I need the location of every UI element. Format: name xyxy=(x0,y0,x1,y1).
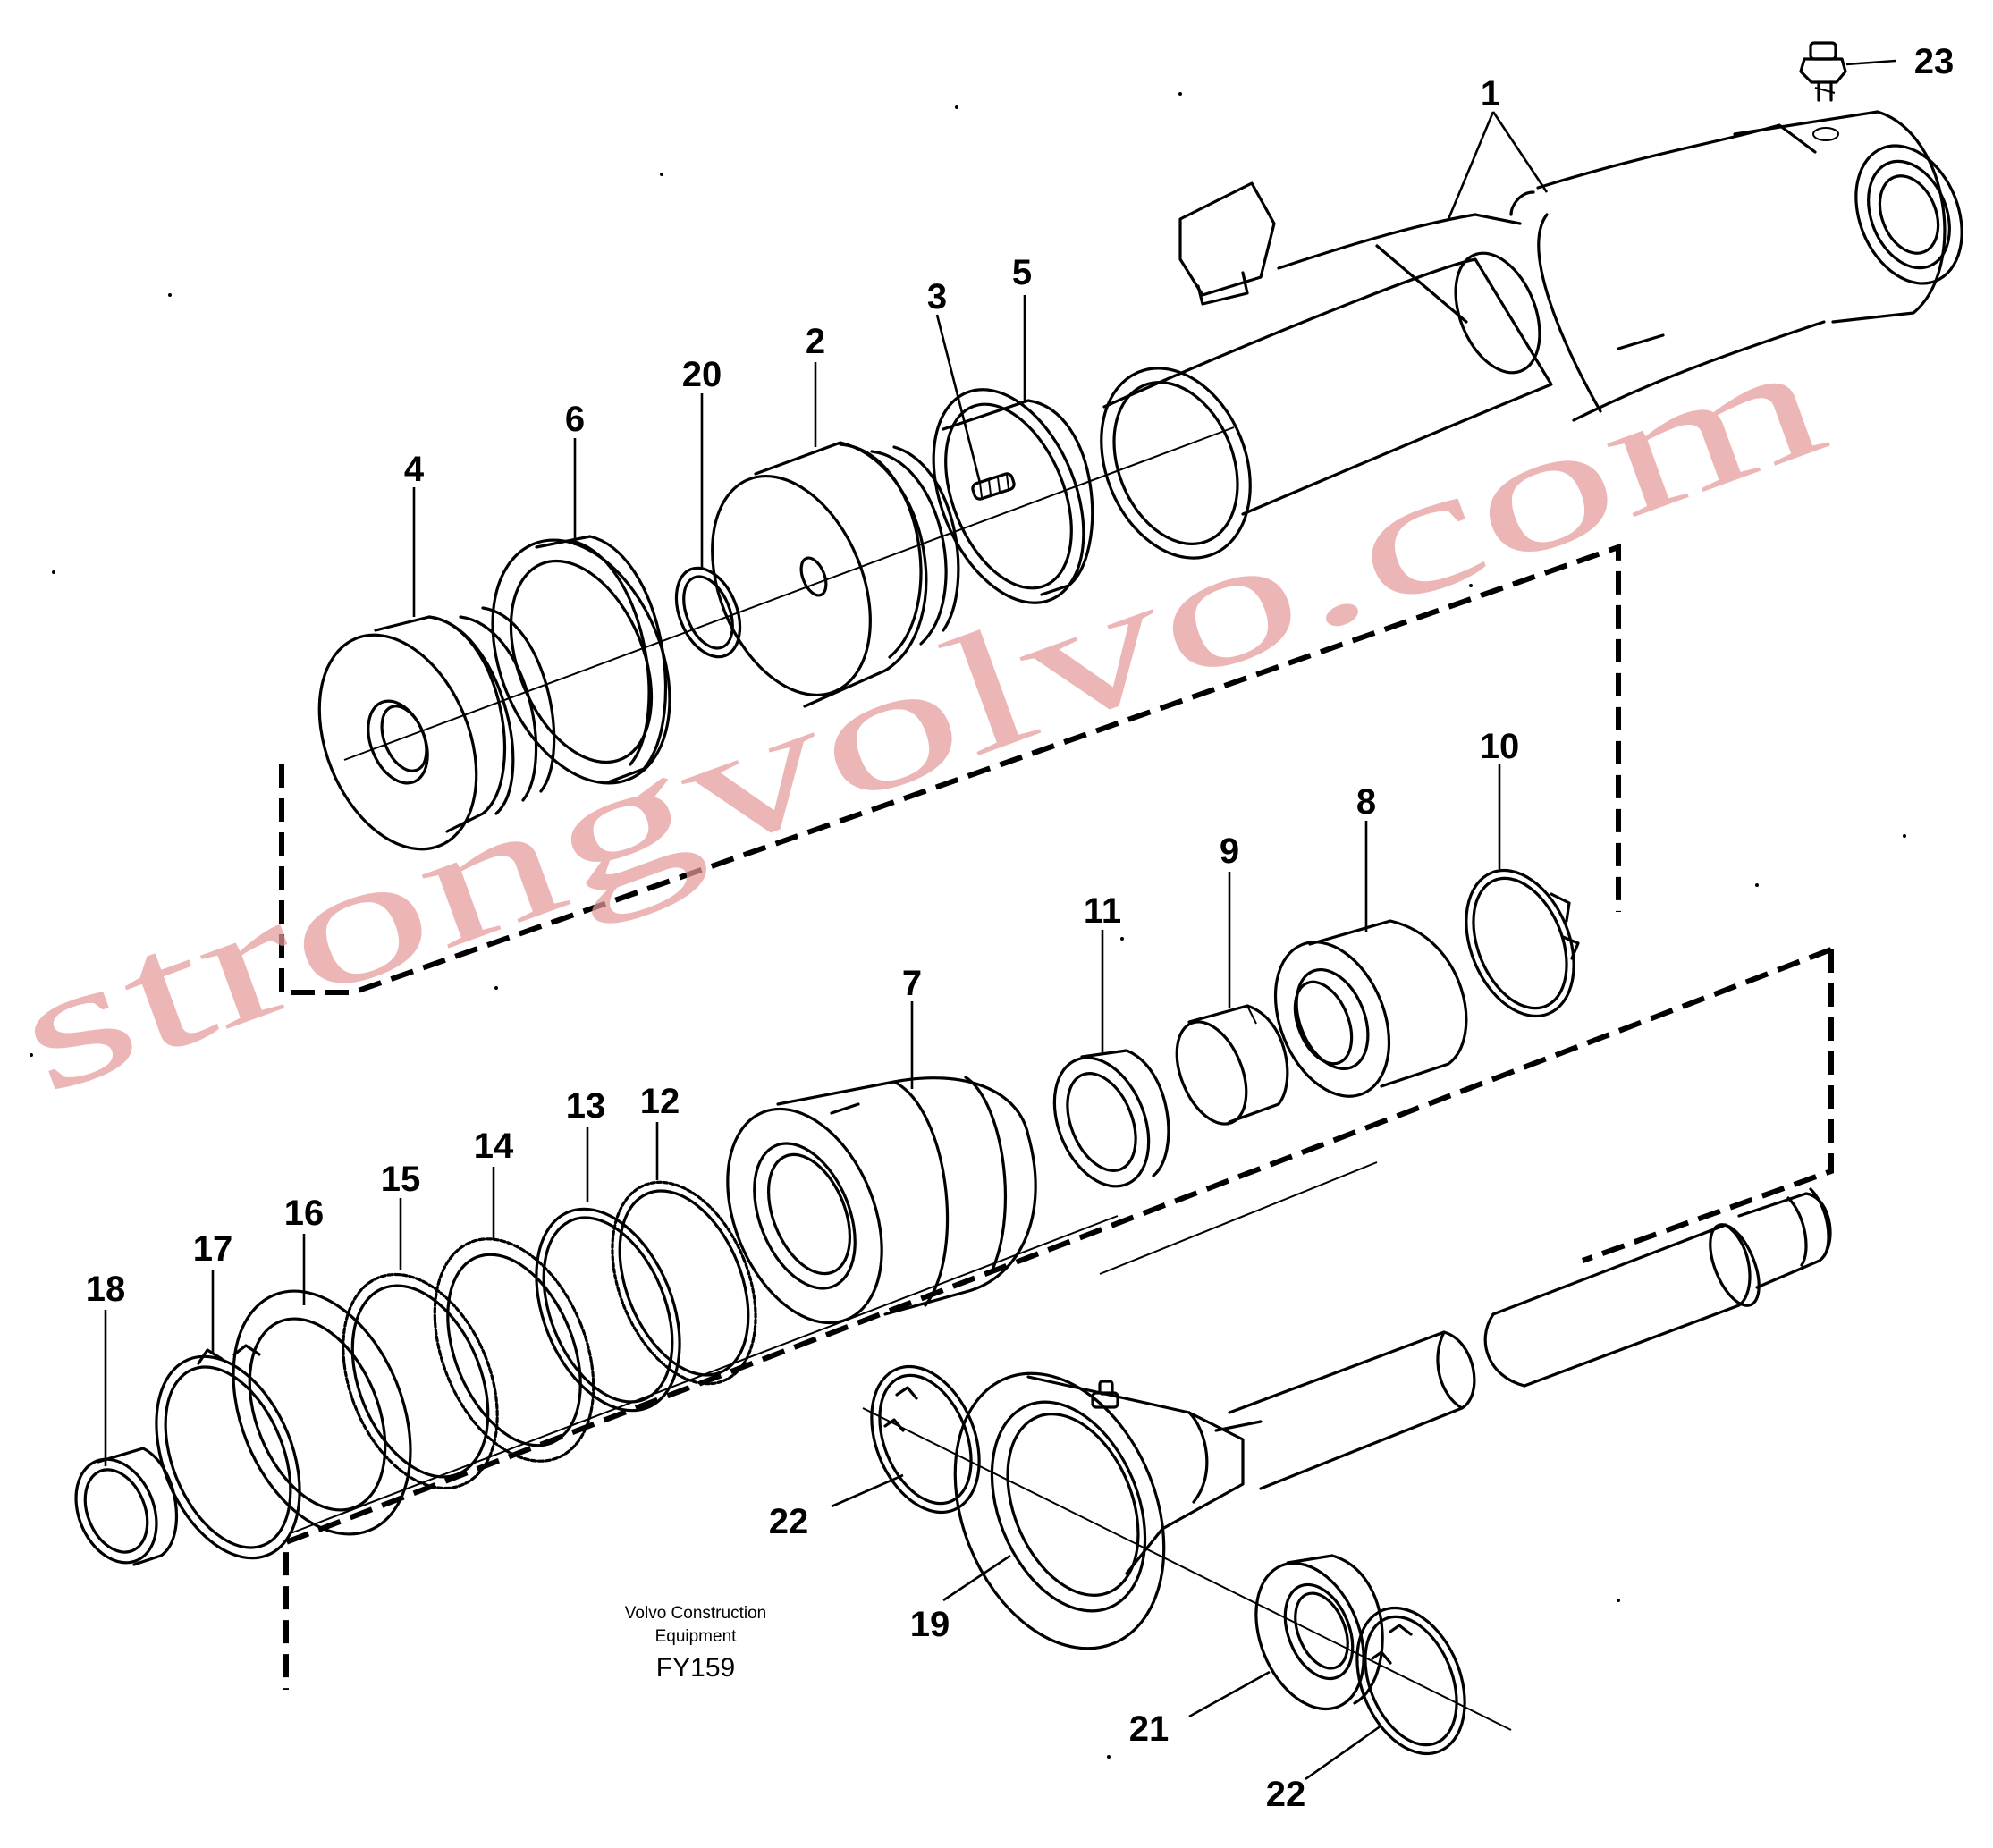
part-piston-rod xyxy=(1228,1187,1832,1490)
part-8-bushing xyxy=(1273,919,1468,1098)
caption-line-2: Equipment xyxy=(655,1627,738,1646)
callout-6: 6 xyxy=(565,400,585,439)
part-2-gland-nut xyxy=(711,441,960,708)
callout-23: 23 xyxy=(1914,42,1955,81)
part-22-circlip-lower xyxy=(1355,1606,1466,1756)
callout-20: 20 xyxy=(682,355,722,394)
part-19-rod-eye xyxy=(953,1371,1263,1650)
callout-22-upper: 22 xyxy=(769,1502,809,1541)
assembly-dashed-lines xyxy=(279,543,1834,1690)
part-20-o-ring xyxy=(674,566,742,659)
callout-15: 15 xyxy=(381,1160,421,1199)
callout-5: 5 xyxy=(1012,253,1032,292)
callout-22-lower: 22 xyxy=(1266,1775,1306,1814)
part-15-ring xyxy=(342,1272,499,1490)
part-9-sleeve xyxy=(1175,1004,1289,1126)
callout-11: 11 xyxy=(1084,891,1121,931)
callout-3: 3 xyxy=(927,277,947,316)
callout-19: 19 xyxy=(910,1605,950,1644)
callout-1: 1 xyxy=(1481,74,1500,114)
part-1-cylinder-tube xyxy=(1100,110,1963,560)
part-13-ring xyxy=(535,1207,681,1413)
figure-code: FY159 xyxy=(656,1653,735,1683)
callout-9: 9 xyxy=(1220,831,1239,871)
callout-14: 14 xyxy=(474,1127,514,1166)
part-10-retaining-ring xyxy=(1465,868,1580,1018)
watermark-text: strongvolvo.com xyxy=(0,303,1847,1131)
part-17-circlip xyxy=(155,1344,301,1560)
part-22-circlip-upper xyxy=(870,1364,981,1515)
diagram-caption: Volvo Construction Equipment FY159 xyxy=(625,1604,766,1683)
callout-10: 10 xyxy=(1480,727,1520,766)
callout-labels: 1 2 3 4 5 6 7 8 9 10 11 12 13 14 15 16 1… xyxy=(86,42,1955,1814)
part-23-grease-nipple xyxy=(1799,41,1847,102)
callout-21: 21 xyxy=(1129,1709,1170,1749)
scan-specks xyxy=(30,92,1906,1759)
callout-leader-lines xyxy=(104,59,1896,1781)
part-16-washer xyxy=(232,1289,412,1536)
callout-7: 7 xyxy=(902,964,922,1003)
callout-4: 4 xyxy=(404,450,425,489)
part-12-ring xyxy=(611,1180,757,1386)
callout-18: 18 xyxy=(86,1270,126,1309)
callout-12: 12 xyxy=(640,1082,680,1121)
part-11-seal xyxy=(1052,1049,1170,1188)
callout-16: 16 xyxy=(284,1194,325,1233)
part-7-piston-head xyxy=(726,1076,1037,1325)
part-3-set-screw xyxy=(971,472,1016,501)
callout-8: 8 xyxy=(1356,782,1376,822)
part-4-piston xyxy=(317,606,556,851)
callout-2: 2 xyxy=(806,322,825,361)
part-5-guide-ring xyxy=(932,388,1094,604)
part-14-wear-ring xyxy=(433,1237,595,1463)
part-6-seal-ring xyxy=(491,535,671,785)
callout-13: 13 xyxy=(566,1086,606,1126)
part-18-wiper-ring xyxy=(74,1447,179,1566)
caption-line-1: Volvo Construction xyxy=(625,1604,766,1623)
callout-17: 17 xyxy=(193,1229,233,1269)
